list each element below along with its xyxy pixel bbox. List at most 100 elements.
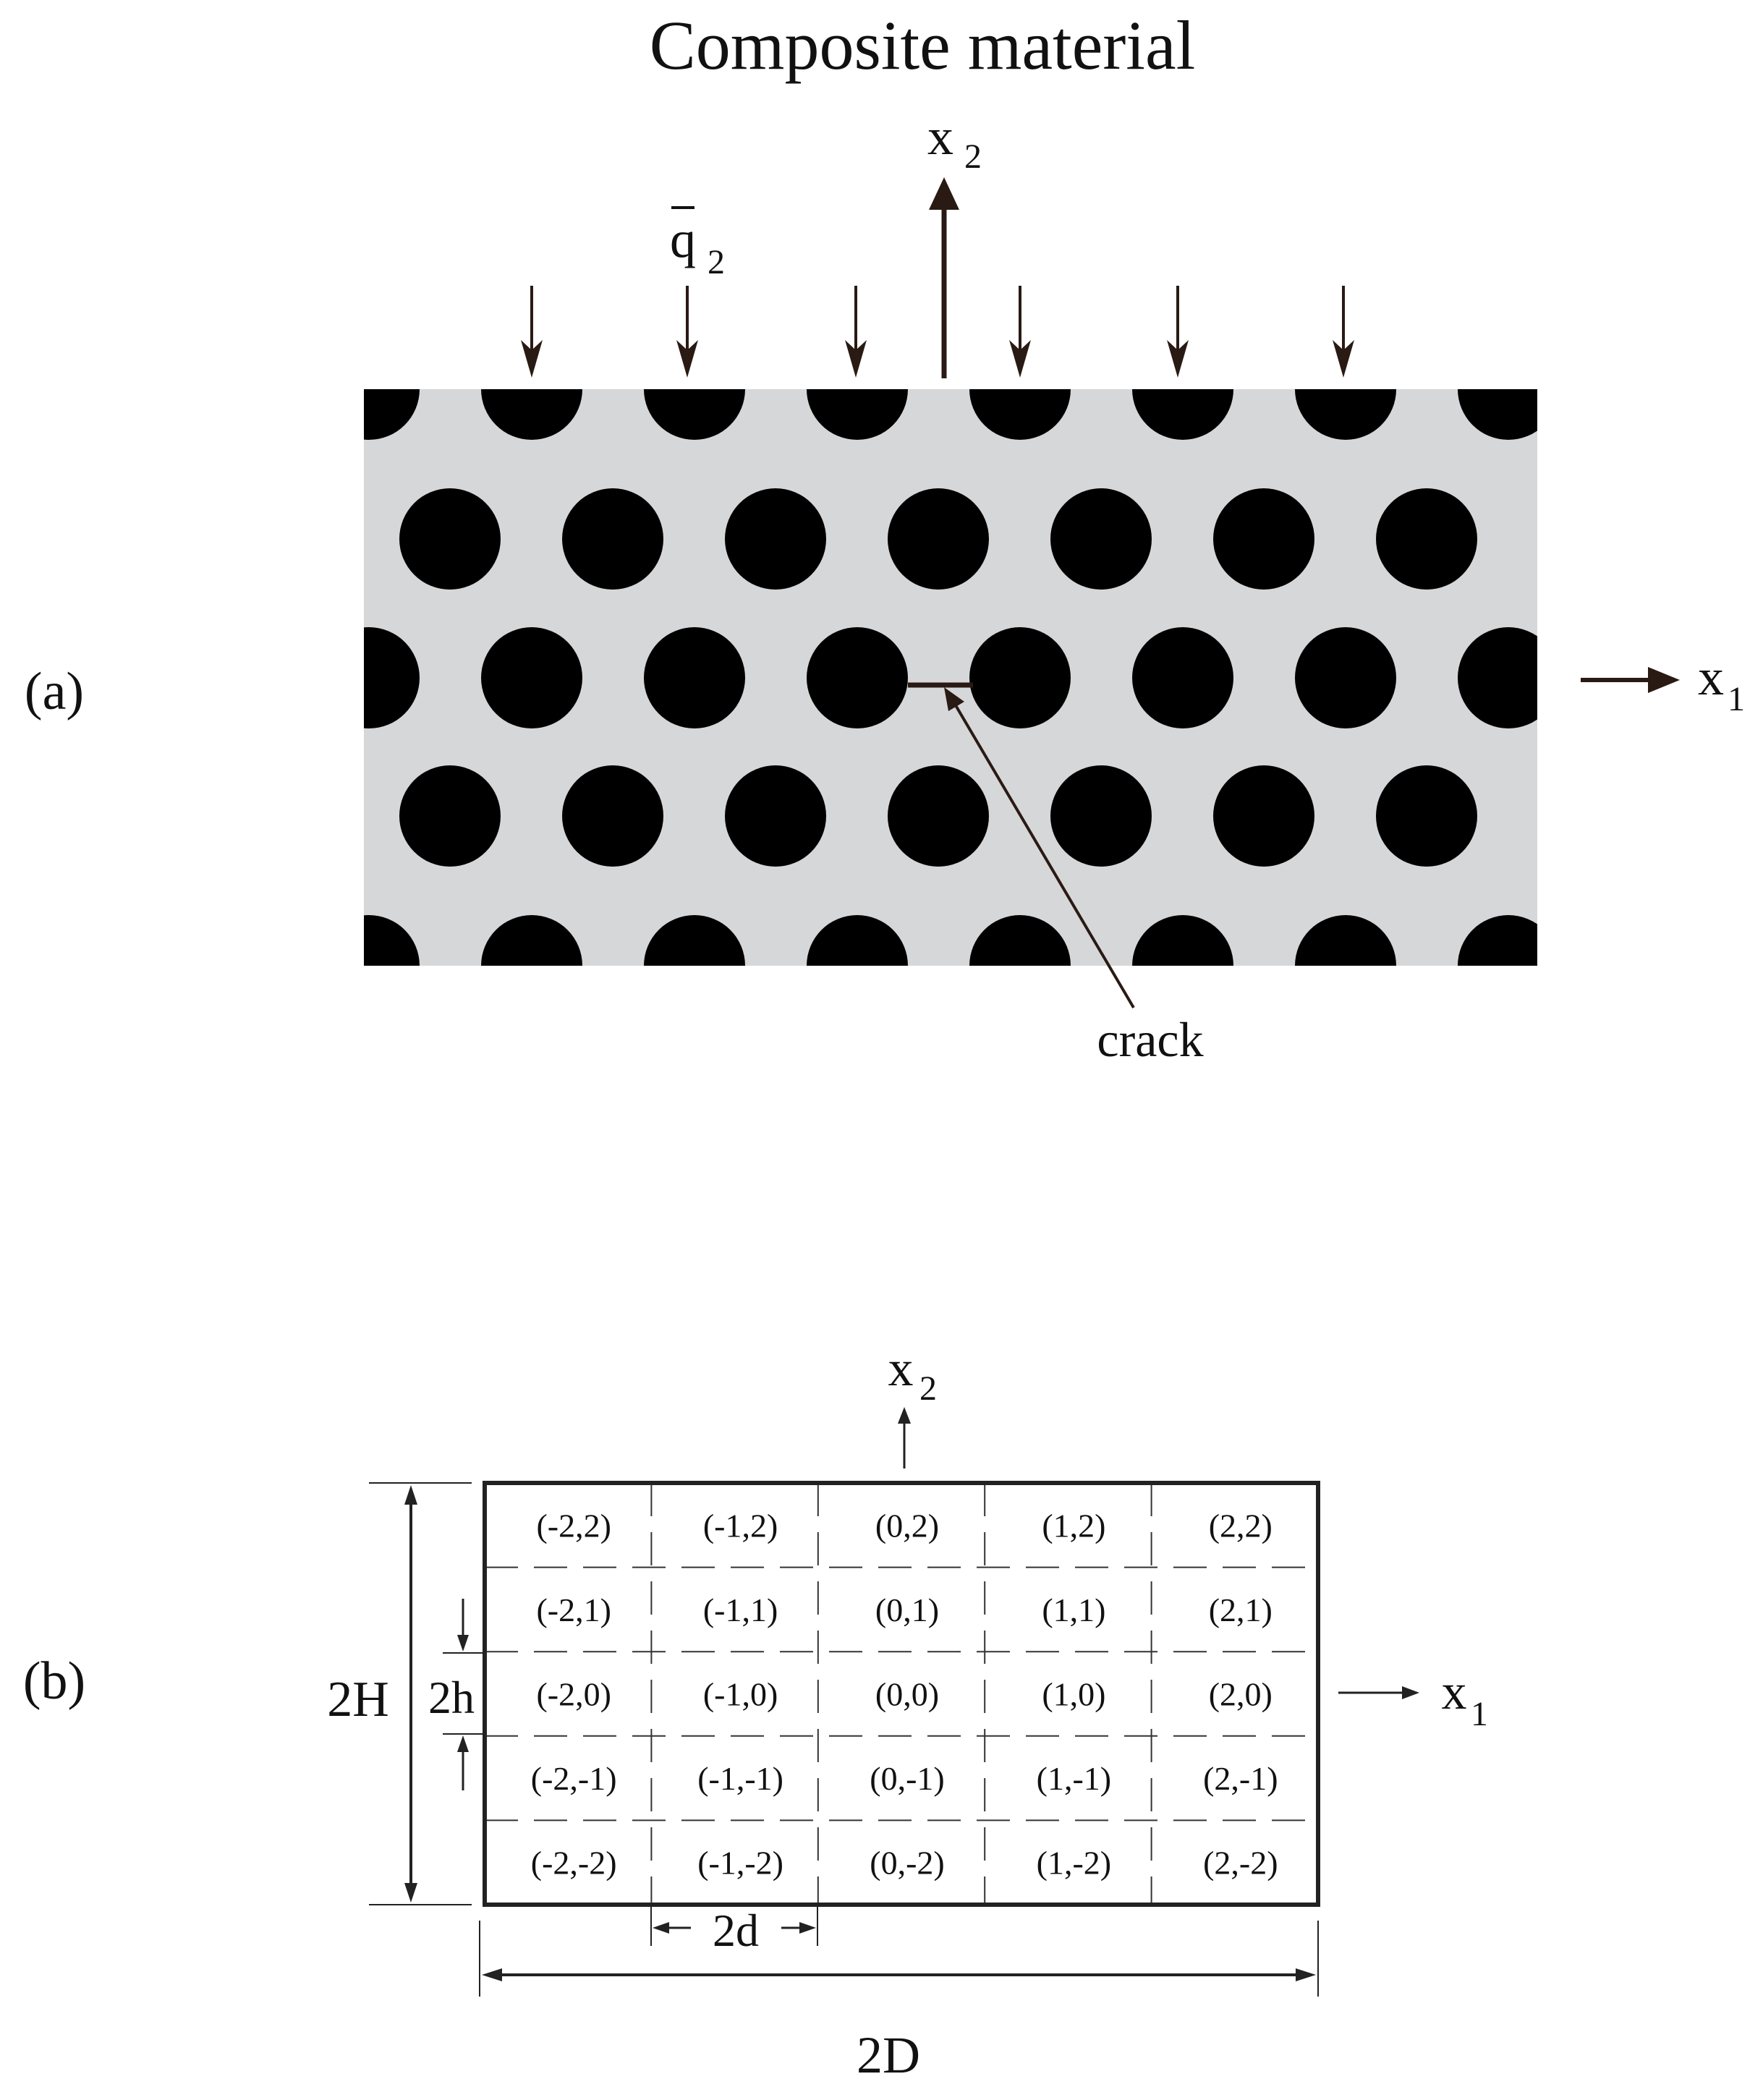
cell-label-4-2: (0,-2) [870, 1845, 944, 1882]
fiber-0-4 [969, 389, 1071, 440]
load-arrow-4 [1167, 286, 1189, 378]
load-arrow-1 [676, 286, 698, 378]
axis-x2-arrow-a [929, 177, 959, 378]
cell-label-4-3: (1,-2) [1037, 1845, 1111, 1882]
dimension-2H [369, 1482, 472, 1905]
axis-x1-label-b-sub: 1 [1471, 1695, 1488, 1733]
cell-label-2-4: (2,0) [1209, 1676, 1273, 1713]
cell-label-0-2: (0,2) [875, 1507, 939, 1544]
dimension-2D [479, 1921, 1319, 1997]
fiber-2-2 [644, 627, 745, 728]
panel-b-label: (b) [23, 1651, 85, 1711]
load-label: q 2 [670, 206, 725, 281]
cell-label-0-0: (-2,2) [536, 1507, 611, 1544]
load-arrows [521, 286, 1354, 378]
fiber-1-0 [399, 488, 501, 590]
load-arrow-2 [845, 286, 867, 378]
axis-x1-arrow-b [1338, 1686, 1419, 1699]
fiber-4-4 [969, 915, 1071, 966]
dimension-2H-label: 2H [327, 1672, 389, 1727]
fiber-3-2 [725, 765, 826, 867]
fiber-4-1 [481, 915, 582, 966]
axis-x2-label-a-sub: 2 [964, 137, 982, 176]
fiber-2-0 [364, 627, 420, 728]
cell-label-1-0: (-2,1) [536, 1591, 611, 1628]
fiber-3-6 [1376, 765, 1477, 867]
dimension-2h [443, 1599, 485, 1790]
axis-x2-arrow-b [898, 1407, 911, 1468]
fiber-3-4 [1050, 765, 1152, 867]
cell-label-4-1: (-1,-2) [697, 1845, 783, 1882]
fiber-2-7 [1458, 627, 1537, 728]
fiber-0-5 [1132, 389, 1233, 440]
fiber-1-1 [562, 488, 663, 590]
panel-a-title: Composite material [650, 7, 1196, 84]
cell-grid-lines [485, 1483, 1318, 1905]
dimension-2d-label: 2d [713, 1905, 759, 1956]
axis-x2-label-b-main: x [888, 1341, 914, 1397]
fiber-0-1 [481, 389, 582, 440]
fiber-2-3 [807, 627, 908, 728]
load-arrow-0 [521, 286, 543, 378]
axis-x1-label-b-main: x [1442, 1665, 1467, 1720]
fiber-1-6 [1376, 488, 1477, 590]
axis-x2-label-a-main: x [927, 108, 953, 166]
crack-label: crack [1097, 1012, 1203, 1067]
cell-label-2-1: (-1,0) [703, 1676, 778, 1713]
fiber-3-5 [1213, 765, 1314, 867]
dimension-2h-label: 2h [428, 1672, 475, 1723]
fiber-2-6 [1295, 627, 1396, 728]
axis-x2-label-b-sub: 2 [919, 1369, 937, 1408]
axis-x1-label-a-sub: 1 [1728, 680, 1745, 718]
cell-label-2-0: (-2,0) [536, 1676, 611, 1713]
fiber-4-7 [1458, 915, 1537, 966]
cell-label-3-3: (1,-1) [1037, 1760, 1111, 1797]
load-arrow-3 [1009, 286, 1031, 378]
dimension-2d [650, 1905, 818, 1946]
cell-label-1-2: (0,1) [875, 1591, 939, 1628]
cell-label-1-4: (2,1) [1209, 1591, 1273, 1628]
load-label-sub: 2 [708, 243, 725, 281]
fiber-2-1 [481, 627, 582, 728]
cell-label-3-4: (2,-1) [1203, 1760, 1278, 1797]
domain-frame [483, 1481, 1320, 1907]
cell-label-0-1: (-1,2) [703, 1507, 778, 1544]
fiber-1-3 [888, 488, 989, 590]
fiber-3-0 [399, 765, 501, 867]
fiber-0-3 [807, 389, 908, 440]
fiber-4-5 [1132, 915, 1233, 966]
cell-label-0-4: (2,2) [1209, 1507, 1273, 1544]
cell-label-3-2: (0,-1) [870, 1760, 944, 1797]
fiber-array [364, 389, 1537, 966]
cell-labels: (-2,2) (-1,2) (0,2) (1,2) (2,2) (-2,1) (-1,1) (… [531, 1507, 1278, 1881]
fiber-1-2 [725, 488, 826, 590]
fiber-3-1 [562, 765, 663, 867]
fiber-2-4 [969, 627, 1071, 728]
crack-leader-arrow [944, 687, 1135, 1009]
cell-label-4-4: (2,-2) [1203, 1845, 1278, 1882]
cell-label-3-0: (-2,-1) [531, 1760, 617, 1797]
fiber-4-6 [1295, 915, 1396, 966]
fiber-0-7 [1458, 389, 1537, 440]
load-label-main: q [670, 211, 696, 268]
fiber-0-2 [644, 389, 745, 440]
axis-x1-arrow-a [1581, 667, 1680, 693]
fiber-4-2 [644, 915, 745, 966]
fiber-1-5 [1213, 488, 1314, 590]
axis-x1-label-a-main: x [1698, 648, 1724, 706]
fiber-1-4 [1050, 488, 1152, 590]
cell-label-3-1: (-1,-1) [697, 1760, 783, 1797]
cell-label-4-0: (-2,-2) [531, 1845, 617, 1882]
fiber-2-5 [1132, 627, 1233, 728]
cell-label-0-3: (1,2) [1042, 1507, 1105, 1544]
fiber-3-3 [888, 765, 989, 867]
dimension-2D-label: 2D [857, 2026, 920, 2084]
cell-label-2-2: (0,0) [875, 1676, 939, 1713]
fiber-4-3 [807, 915, 908, 966]
cell-label-1-3: (1,1) [1042, 1591, 1105, 1628]
load-arrow-5 [1333, 286, 1354, 378]
panel-a-label: (a) [25, 662, 84, 721]
cell-label-1-1: (-1,1) [703, 1591, 778, 1628]
